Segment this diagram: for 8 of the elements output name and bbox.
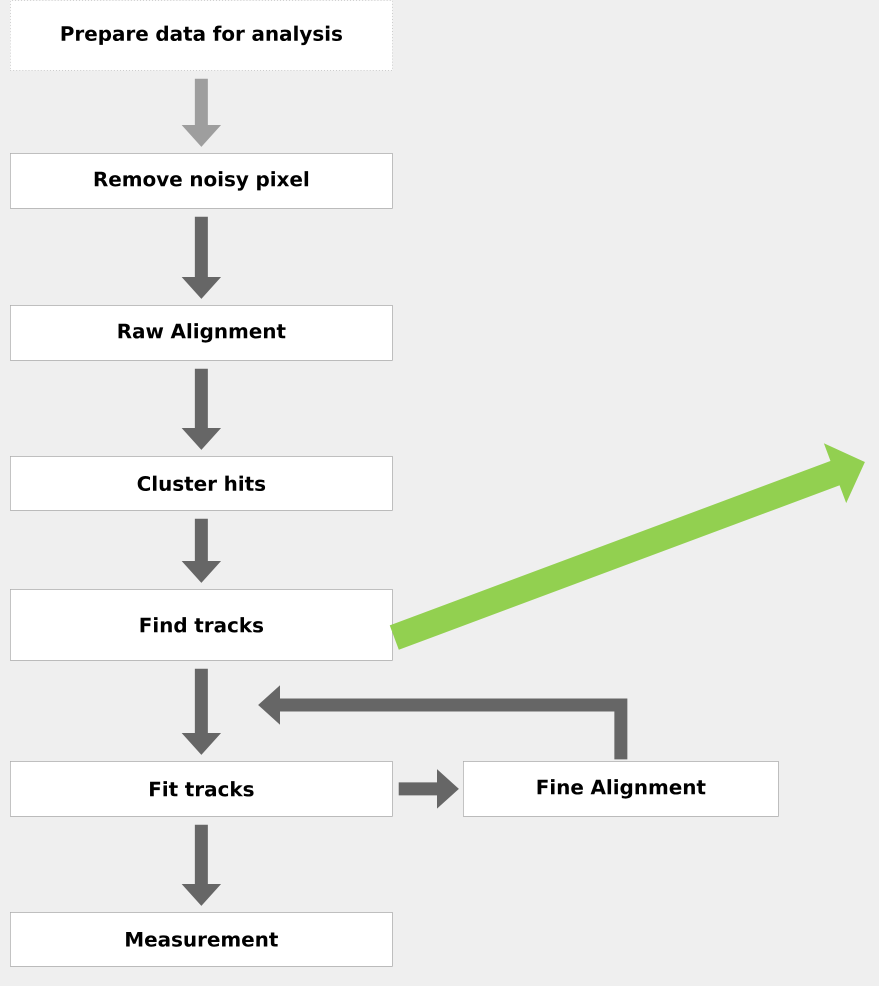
process-box: Measurement <box>10 912 393 967</box>
process-box: Remove noisy pixel <box>10 153 393 209</box>
process-box: Prepare data for analysis <box>10 0 393 71</box>
process-box: Fine Alignment <box>463 761 779 817</box>
process-box: Find tracks <box>10 589 393 661</box>
process-box: Cluster hits <box>10 456 393 511</box>
process-box: Raw Alignment <box>10 305 393 361</box>
process-box: Fit tracks <box>10 761 393 817</box>
